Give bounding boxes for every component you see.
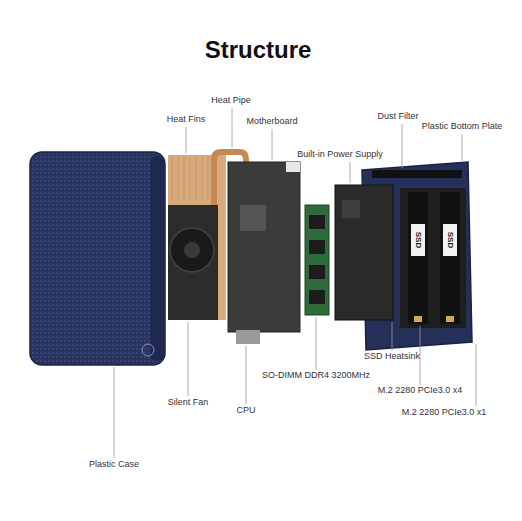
ssd-x4	[408, 192, 428, 324]
part-label: Built-in Power Supply	[297, 150, 383, 160]
ssd-sticker-text: SSD	[446, 232, 455, 248]
ssd-x1	[440, 192, 460, 324]
fan-hub	[184, 242, 200, 258]
part-label: M.2 2280 PCIe3.0 x1	[402, 408, 487, 418]
silent-fan	[170, 228, 214, 272]
part-label: SO-DIMM DDR4 3200MHz	[262, 371, 370, 381]
part-label: Plastic Case	[89, 460, 139, 470]
psu-part	[342, 200, 360, 218]
part-label: Plastic Bottom Plate	[422, 122, 503, 132]
part-label: SSD Heatsink	[364, 352, 420, 362]
ssd-sticker	[443, 224, 457, 256]
ssd-sticker-text: SSD	[414, 232, 423, 248]
part-label: Dust Filter	[377, 112, 418, 122]
power-supply	[335, 185, 393, 320]
ssd-sticker	[411, 224, 425, 256]
ssd-heatsink	[400, 188, 466, 328]
case-side	[150, 156, 164, 361]
ram-chips	[309, 215, 325, 304]
leader-lines	[114, 108, 476, 458]
part-label: CPU	[236, 406, 255, 416]
motherboard	[228, 162, 300, 332]
ram-stick	[305, 205, 329, 315]
board-tag	[286, 162, 300, 172]
fan-frame	[168, 205, 218, 320]
plastic-case	[30, 152, 165, 365]
dust-filter	[372, 170, 462, 178]
title: Structure	[205, 36, 312, 64]
ssd-connector	[414, 316, 422, 322]
case-logo	[142, 344, 154, 356]
part-label: Motherboard	[246, 117, 297, 127]
part-label: M.2 2280 PCIe3.0 x4	[378, 386, 463, 396]
fin-lines	[172, 156, 214, 200]
ssd-connector	[446, 316, 454, 322]
part-label: Heat Fins	[167, 115, 206, 125]
chip	[240, 205, 266, 231]
cpu	[236, 330, 260, 344]
heat-fins	[168, 155, 226, 320]
part-label: Heat Pipe	[211, 96, 251, 106]
part-label: Silent Fan	[168, 398, 209, 408]
